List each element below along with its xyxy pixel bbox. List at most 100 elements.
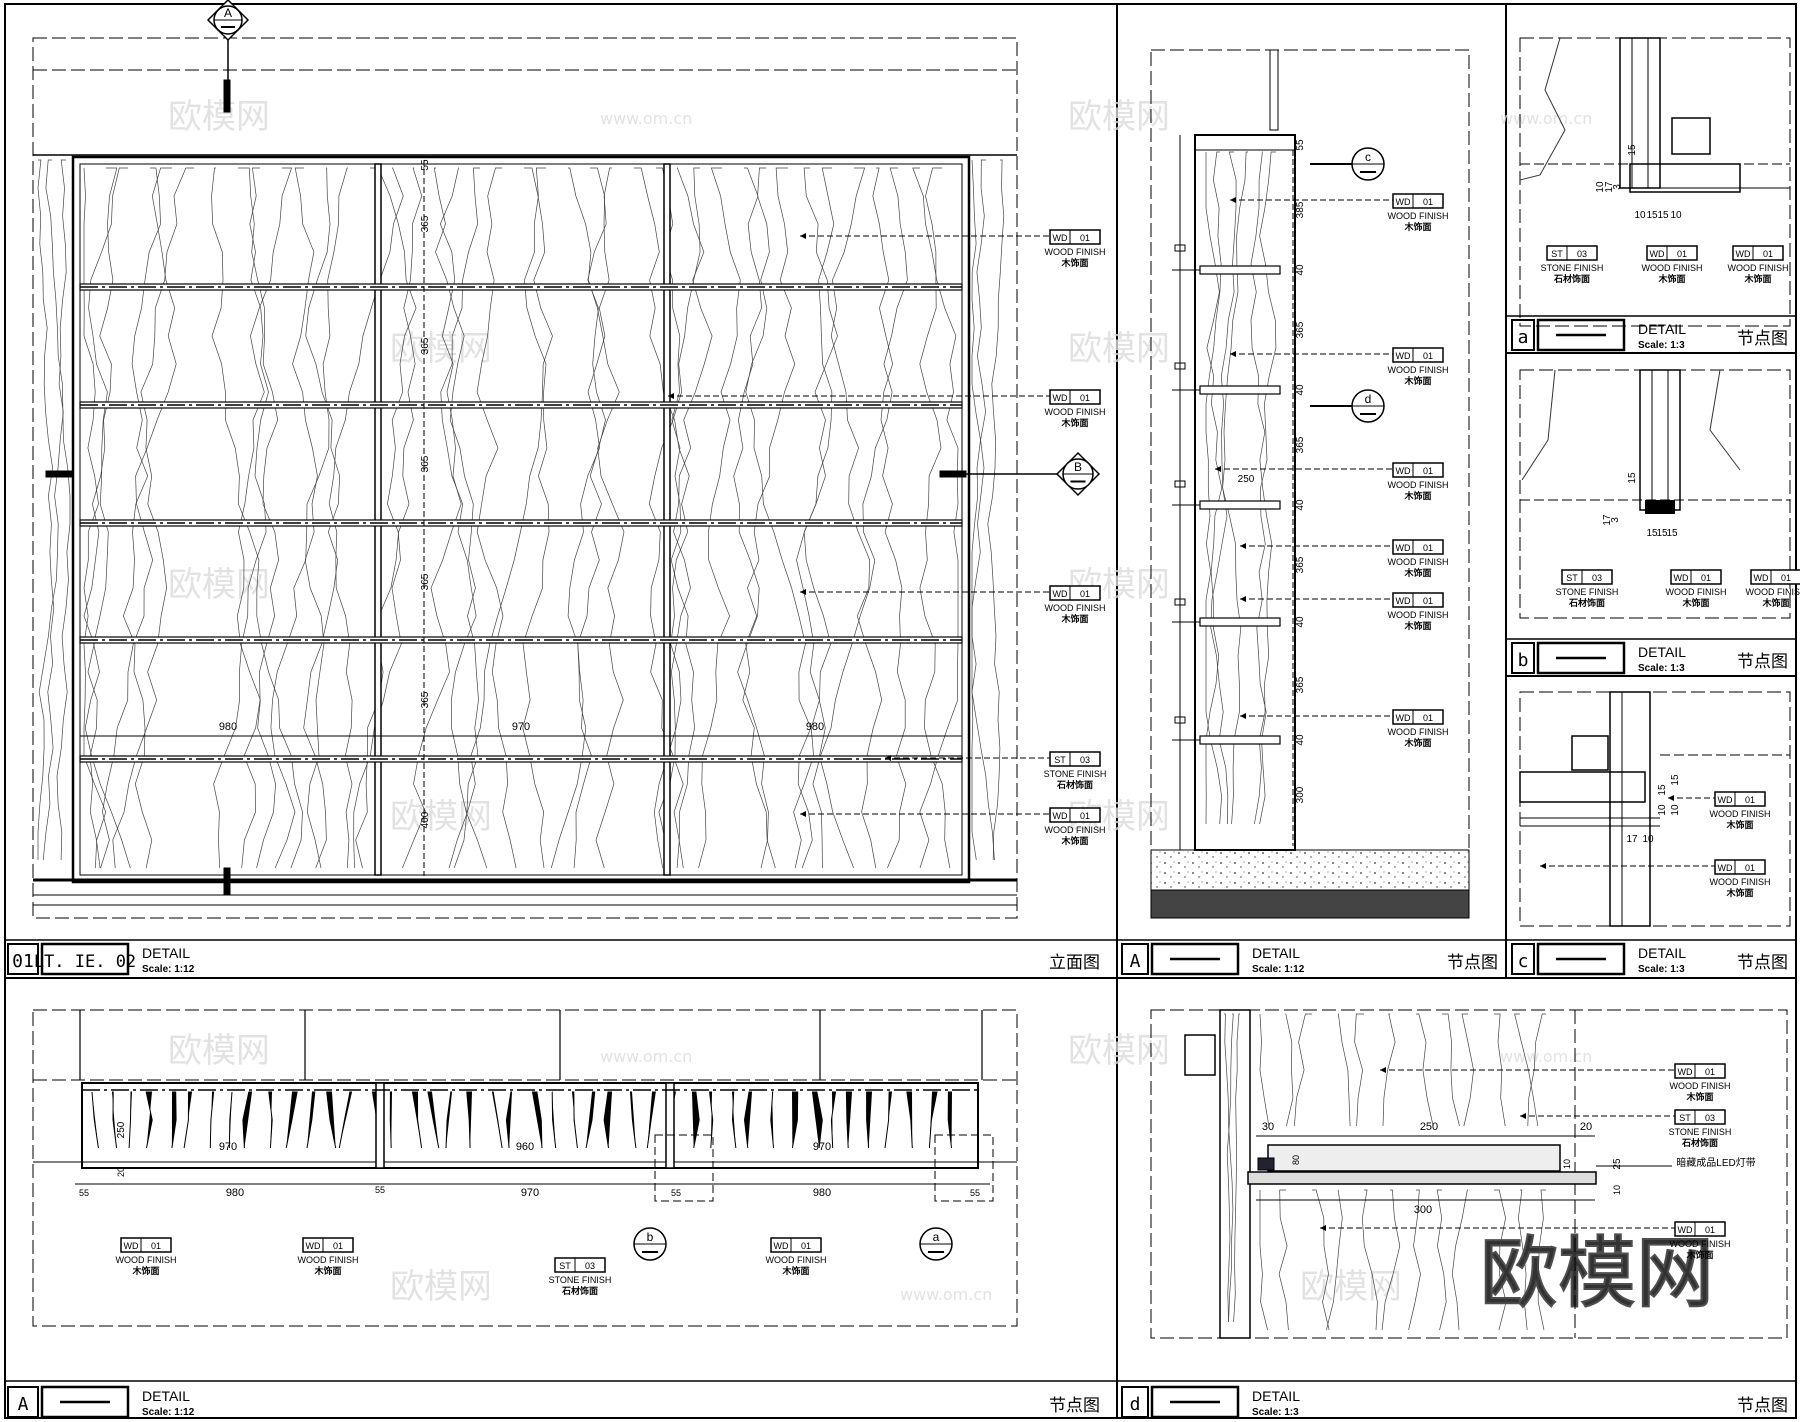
cut-mark: [45, 470, 73, 478]
tag-code: ST: [1551, 249, 1563, 259]
panel-cn-title: 节点图: [1737, 652, 1788, 671]
dim-section: 40: [1295, 734, 1306, 746]
tag-code: WD: [1736, 249, 1751, 259]
dim-detail: 10: [1595, 181, 1606, 193]
dim-detail: 17: [1604, 181, 1615, 193]
panel-cn-title: 节点图: [1447, 953, 1498, 972]
wood-grain-line: [522, 167, 550, 869]
tag-cn: 木饰面: [1403, 490, 1431, 501]
wood-grain-line: [1494, 1189, 1507, 1331]
wood-grain-line: [568, 167, 625, 869]
wood-grain-line: [402, 167, 462, 869]
dim-d: 20: [1580, 1121, 1592, 1133]
tag-code: WD: [124, 1241, 139, 1251]
detail-callout-box: [654, 1134, 714, 1202]
wood-grain-line: [211, 167, 303, 869]
wood-grain-line: [1537, 1189, 1546, 1331]
wood-grain-line: [830, 167, 883, 869]
wood-grain-line: [91, 1091, 99, 1149]
watermark-logo-large: 欧模网: [1480, 1229, 1714, 1317]
dim-detail: 15: [1670, 774, 1681, 786]
wood-grain-line: [629, 1091, 637, 1149]
wood-grain-line: [1527, 1013, 1546, 1127]
wood-grain-line: [796, 167, 855, 869]
wood-grain-line: [1451, 1189, 1468, 1331]
panel-cn-title: 节点图: [1737, 329, 1788, 348]
wood-grain-line: [1416, 1013, 1434, 1127]
watermark-logo: 欧模网: [390, 1267, 492, 1307]
tag-en: WOOD FINISH: [1388, 480, 1449, 490]
wood-grain-line: [1461, 1013, 1474, 1127]
tag-number: 01: [1080, 589, 1090, 599]
section-marker-B: B: [1055, 451, 1101, 497]
tag-cn: 木饰面: [1060, 257, 1088, 268]
wood-grain-line: [1382, 1013, 1396, 1127]
tag-en: WOOD FINISH: [1746, 587, 1800, 597]
dim-plan-inner: 960: [516, 1141, 534, 1153]
tag-number: 01: [1705, 1067, 1715, 1077]
wood-grain-line: [830, 1091, 837, 1149]
watermark-url: www.om.cn: [1500, 109, 1592, 128]
wood-grain-line: [306, 1091, 316, 1149]
dim-section: 40: [1295, 384, 1306, 396]
wood-grain-line: [84, 167, 131, 869]
tag-number: 01: [1423, 197, 1433, 207]
wood-grain-line: [692, 1091, 700, 1149]
watermark-logo: 欧模网: [390, 329, 492, 369]
tag-number: 01: [1423, 713, 1433, 723]
wood-grain-line: [866, 1091, 872, 1149]
wood-grain-line: [213, 167, 269, 869]
wood-grain-line: [268, 1091, 273, 1149]
tag-cn: 木饰面: [1403, 375, 1431, 386]
tag-code: WD: [306, 1241, 321, 1251]
wood-grain-line: [353, 167, 417, 869]
tag-code: WD: [1678, 1225, 1693, 1235]
tag-code: WD: [1053, 589, 1068, 599]
tag-en: WOOD FINISH: [1388, 727, 1449, 737]
marker-label: A: [224, 6, 232, 20]
tag-cn: 木饰面: [313, 1265, 341, 1276]
wood-grain-line: [845, 1091, 852, 1149]
wood-grain-line: [1226, 1013, 1234, 1323]
tag-code: ST: [1679, 1113, 1691, 1123]
tag-number: 01: [1745, 795, 1755, 805]
panel-title: DETAIL: [1252, 945, 1300, 961]
dim-section: 250: [1238, 474, 1255, 485]
tag-cn: 木饰面: [1403, 221, 1431, 232]
sheet-number: LT. IE. 02: [34, 952, 136, 972]
panel-title: DETAIL: [142, 945, 190, 961]
tag-en: WOOD FINISH: [1670, 1081, 1731, 1091]
dim-detail: 10: [1657, 804, 1668, 816]
tag-number: 01: [801, 1241, 811, 1251]
panel-cn-title: 立面图: [1049, 953, 1100, 972]
wood-grain-line: [1408, 1189, 1421, 1331]
dim-detail: 10: [1634, 210, 1646, 221]
wood-grain-line: [83, 167, 107, 869]
wood-grain-line: [1224, 1013, 1234, 1323]
wood-grain-line: [1442, 1013, 1460, 1127]
panel-title: DETAIL: [1638, 644, 1686, 660]
cut-mark: [223, 867, 231, 895]
dim-plan-inner: 970: [813, 1141, 831, 1153]
wood-grain-line: [466, 1091, 472, 1149]
plan-mullion: [665, 1082, 675, 1169]
tag-cn: 石材饰面: [1681, 1137, 1718, 1148]
wood-grain-line: [37, 159, 67, 860]
tag-cn: 木饰面: [1657, 273, 1685, 284]
tag-code: WD: [1053, 811, 1068, 821]
wood-grain-line: [1361, 1189, 1378, 1331]
tag-en: STONE FINISH: [1044, 769, 1107, 779]
tag-code: ST: [1054, 755, 1066, 765]
dim-d: 300: [1414, 1204, 1432, 1216]
